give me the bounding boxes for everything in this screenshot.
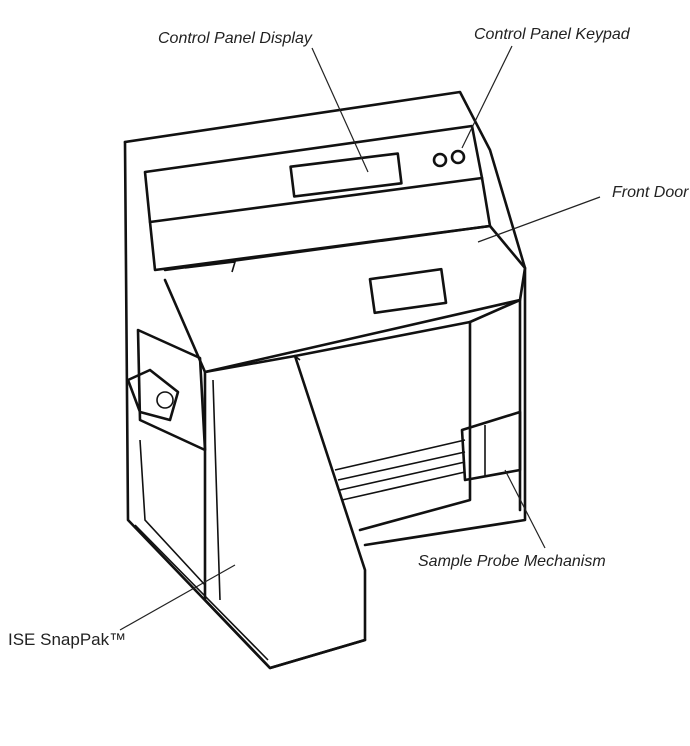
control-panel-keypad bbox=[432, 149, 466, 168]
label-control-panel-display: Control Panel Display bbox=[158, 30, 312, 47]
leader-lines bbox=[119, 45, 601, 631]
label-sample-probe-mechanism: Sample Probe Mechanism bbox=[418, 553, 606, 570]
label-ise-snappak: ISE SnapPak™ bbox=[8, 630, 127, 649]
control-panel-display bbox=[289, 152, 403, 198]
label-front-door: Front Door bbox=[612, 184, 689, 201]
device-body bbox=[123, 90, 527, 670]
label-control-panel-keypad: Control Panel Keypad bbox=[474, 26, 630, 43]
